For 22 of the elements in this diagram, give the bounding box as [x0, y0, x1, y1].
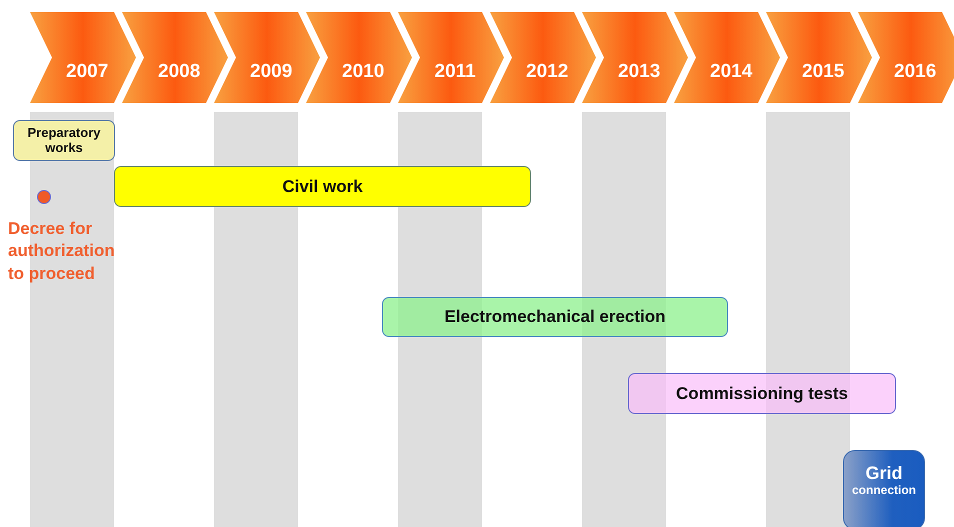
task-label: Electromechanical erection [444, 307, 666, 327]
milestone-note: Decree for authorization to proceed [8, 218, 116, 285]
year-label: 2009 [250, 61, 292, 83]
year-label: 2015 [802, 61, 844, 83]
year-label: 2011 [434, 61, 476, 83]
task-bar [628, 373, 896, 414]
milestone-title: Grid [865, 463, 902, 484]
year-label: 2008 [158, 61, 200, 83]
task-bar [114, 166, 531, 207]
year-label: 2007 [66, 61, 108, 83]
milestone-box [843, 450, 925, 527]
task-bar [382, 297, 728, 337]
year-label: 2013 [618, 61, 660, 83]
year-label: 2012 [526, 61, 568, 83]
milestone-subtitle: connection [852, 484, 916, 498]
task-box [13, 120, 115, 161]
task-label: Civil work [282, 176, 363, 196]
year-label: 2014 [710, 61, 752, 83]
task-label: Commissioning tests [676, 384, 848, 404]
task-label: Preparatory works [26, 126, 102, 156]
year-label: 2016 [894, 61, 936, 83]
year-label: 2010 [342, 61, 384, 83]
